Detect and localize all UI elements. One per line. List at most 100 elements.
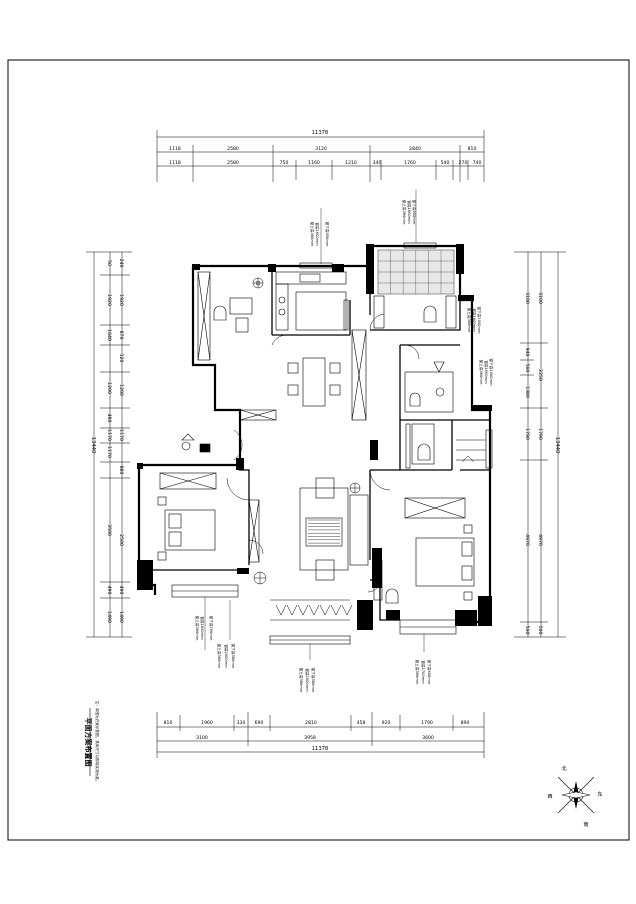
right-mid-dim: 2250 [537,369,543,381]
left-outer-dim: 3500 [106,524,112,536]
window-note: 窗上高380mm [310,222,315,247]
window-note: 窗上高360mm [467,308,472,333]
left-outer-dim: 490 [106,586,112,595]
top-r2-dim: 340 [373,160,382,166]
bottom-dimension-chain [156,712,485,758]
room-kitchen [275,271,349,331]
room-study [197,271,253,361]
left-outer-dim: 50 [106,260,112,266]
bottom-r1-dim: 1790 [421,720,433,726]
plant-icon [253,482,361,585]
drawing-note: 注：本图为方案示意图，具体尺寸以现场实测为准。 [95,701,100,784]
window-note: 窗下高380mm [231,644,236,669]
bottom-r2-dim: 3958 [304,735,316,741]
left-inner-dim: 1920 [118,294,124,306]
top-r1-dim: 2840 [409,146,421,152]
window-note: 窗下高700mm [209,616,214,641]
window-annotation-w6: 窗上高360mm 窗高1600mm 窗下高700mm [195,597,214,650]
window-note: 窗高1600mm [472,308,477,332]
window-note: 窗上高360mm [479,360,484,385]
top-dimension-chain [156,130,485,182]
top-r2-dim: 1160 [308,160,320,166]
bottom-r1-dim: 690 [255,720,264,726]
master-bath-fixtures [373,295,457,329]
window-note: 窗上高360mm [195,616,200,641]
top-r2-dim: 750 [280,160,289,166]
bottom-total-dim: 11378 [312,746,329,752]
left-outer-dim: 1170 [106,446,112,458]
bottom-r1-dim: 810 [164,720,173,726]
top-r2-dim: 2580 [227,160,239,166]
fold-door-leaf [286,604,293,616]
left-total-dim: 13440 [90,437,96,454]
interior-walls [139,270,490,621]
window-note: 窗下高380mm [311,668,316,693]
right-outer-dim: 3100 [524,292,530,304]
window-annotation-w7: 窗上高380mm 窗高2000mm 窗下高380mm [299,644,316,693]
left-outer-dim: 1200 [106,382,112,394]
window-note: 窗高1700mm [421,660,426,684]
left-inner-dim: 120 [118,354,124,363]
top-r1-dim: 810 [468,146,477,152]
left-inner-dims: 240 1920 870 120 1200 1170 880 2500 490 … [118,259,124,623]
left-inner-dim: 2500 [118,534,124,546]
top-r2-dim: 1210 [345,160,357,166]
window-note: 窗高1600mm [407,200,412,224]
fold-door-leaf [291,604,298,616]
window-note: 窗下高950mm [325,222,330,247]
bottom-r2-dim: 3100 [196,735,208,741]
bottom-r1-dim: 2810 [305,720,317,726]
right-mid-dim: 4970 [537,534,543,546]
right-outer-dim: 4970 [524,534,530,546]
windows [171,242,493,645]
top-r2-dim: 270 [459,160,468,166]
window-note: 窗下高950mm [412,200,417,225]
window-note: 窗高2000mm [224,644,229,668]
top-r1-dim: 1118 [169,146,181,152]
fold-door-leaf [324,604,331,616]
bottom-r1-dim: 890 [461,720,470,726]
bottom-r1-dim: 458 [357,720,366,726]
top-r2-dim: 740 [473,160,482,166]
room-master-bedroom [373,497,475,604]
right-outer-dim: 1790 [524,428,530,440]
window-annotation-w2: 窗上高380mm 窗高1600mm 窗下高950mm [402,190,417,243]
window-note: 窗高1600mm [200,616,205,640]
bottom-row2-dims: 3100 3958 3600 [196,735,434,741]
right-outer-dim: 560 [524,364,530,373]
fold-door-leaf [275,604,282,616]
entry-fixtures [181,433,211,453]
sheet-border [7,59,630,841]
left-inner-dim: 1200 [118,384,124,396]
window-note: 窗上高380mm [402,200,407,225]
top-row1-dims: 1118 2580 3120 2840 810 [169,146,476,152]
right-inner-dims: 3100 2250 1790 4970 560 [537,292,543,634]
window-note: 窗下高650mm [427,660,432,685]
right-mid-dim: 1790 [537,428,543,440]
living-sofa [299,477,369,581]
rug-hatch [308,519,340,544]
window-annotation-w1: 窗上高380mm 窗高1600mm 窗下高950mm [310,208,330,264]
compass-west: 西 [547,793,552,800]
fold-door-leaf [308,604,315,616]
window-note: 窗高1600mm [484,360,489,384]
top-r2-dim: 1118 [169,160,181,166]
window-note: 窗高1600mm [315,222,320,246]
left-outer-dim: 1640 [106,329,112,341]
bottom-r1-dim: 1960 [201,720,213,726]
window-note: 窗下高1000mm [489,359,494,386]
window-note: 窗高2000mm [305,668,310,692]
dining-table [287,357,341,407]
right-total-dim: 13440 [554,437,560,454]
fold-door-leaf [280,604,287,616]
right-dimension-chain [514,251,566,638]
window-annotation-w4: 窗上高360mm 窗高1600mm 窗下高1000mm [479,359,494,386]
drawing-title: 平面方案布置图 [84,718,93,767]
left-outer-dims: 50 1920 1640 1200 480 1170 1170 3500 490… [106,260,112,623]
fold-door-leaf [330,604,337,616]
fold-door-leaf [302,604,309,616]
fold-door-leaf [335,604,342,616]
top-r1-dim: 2580 [227,146,239,152]
plant-icon [252,277,264,289]
